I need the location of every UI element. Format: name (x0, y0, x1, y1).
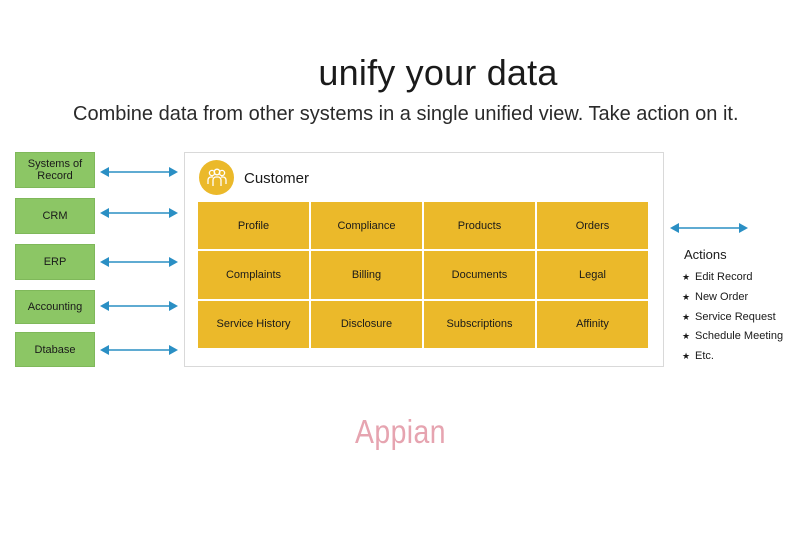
page-title: unify your data (318, 52, 558, 93)
tile-billing[interactable]: Billing (311, 251, 422, 299)
system-box-systems-of-record[interactable]: Systems of Record (15, 152, 95, 188)
double-arrow-icon (670, 223, 748, 233)
action-item[interactable]: ★ Schedule Meeting (682, 329, 783, 349)
bullet-icon: ★ (682, 291, 691, 302)
tile-profile[interactable]: Profile (198, 202, 309, 250)
customer-tiles-grid: Profile Compliance Products Orders Compl… (198, 202, 648, 348)
tile-affinity[interactable]: Affinity (537, 300, 648, 348)
action-label: Edit Record (695, 271, 753, 283)
page-subtitle: Combine data from other systems in a sin… (73, 103, 739, 125)
tile-disclosure[interactable]: Disclosure (311, 300, 422, 348)
tile-documents[interactable]: Documents (424, 251, 535, 299)
system-label: Accounting (27, 301, 83, 313)
tile-subscriptions[interactable]: Subscriptions (424, 300, 535, 348)
tile-orders[interactable]: Orders (537, 202, 648, 250)
tile-complaints[interactable]: Complaints (198, 251, 309, 299)
tile-legal[interactable]: Legal (537, 251, 648, 299)
tile-compliance[interactable]: Compliance (311, 202, 422, 250)
action-label: Service Request (695, 310, 776, 323)
action-item[interactable]: ★ New Order (682, 290, 783, 310)
system-box-accounting[interactable]: Accounting (15, 290, 95, 324)
action-label: Schedule Meeting (695, 330, 784, 343)
system-box-crm[interactable]: CRM (15, 198, 95, 234)
system-label: Dtabase (34, 343, 76, 356)
actions-list: ★ Edit Record ★ New Order ★ Service Request… (682, 270, 783, 369)
double-arrow-icon (100, 208, 178, 218)
appian-logo: Appian (355, 413, 446, 450)
action-label: Etc. (695, 350, 714, 363)
tile-products[interactable]: Products (424, 202, 535, 250)
system-label: ERP (43, 256, 67, 268)
double-arrow-icon (100, 257, 178, 267)
system-label: CRM (42, 210, 68, 222)
customer-label: Customer (244, 170, 310, 187)
double-arrow-icon (100, 345, 178, 355)
double-arrow-icon (100, 167, 178, 177)
system-label: Systems of Record (27, 158, 83, 182)
actions-title: Actions (684, 247, 727, 262)
action-item[interactable]: ★ Etc. (682, 349, 783, 369)
double-arrow-icon (100, 301, 178, 311)
system-box-erp[interactable]: ERP (15, 244, 95, 280)
bullet-icon: ★ (682, 331, 691, 342)
action-label: New Order (695, 290, 749, 303)
bullet-icon: ★ (682, 351, 691, 362)
bullet-icon: ★ (682, 272, 691, 282)
system-box-database[interactable]: Dtabase (15, 332, 95, 367)
bullet-icon: ★ (682, 311, 691, 322)
people-group-icon (199, 160, 234, 195)
tile-service-history[interactable]: Service History (198, 300, 309, 348)
action-item[interactable]: ★ Service Request (682, 310, 783, 330)
action-item[interactable]: ★ Edit Record (682, 270, 783, 290)
